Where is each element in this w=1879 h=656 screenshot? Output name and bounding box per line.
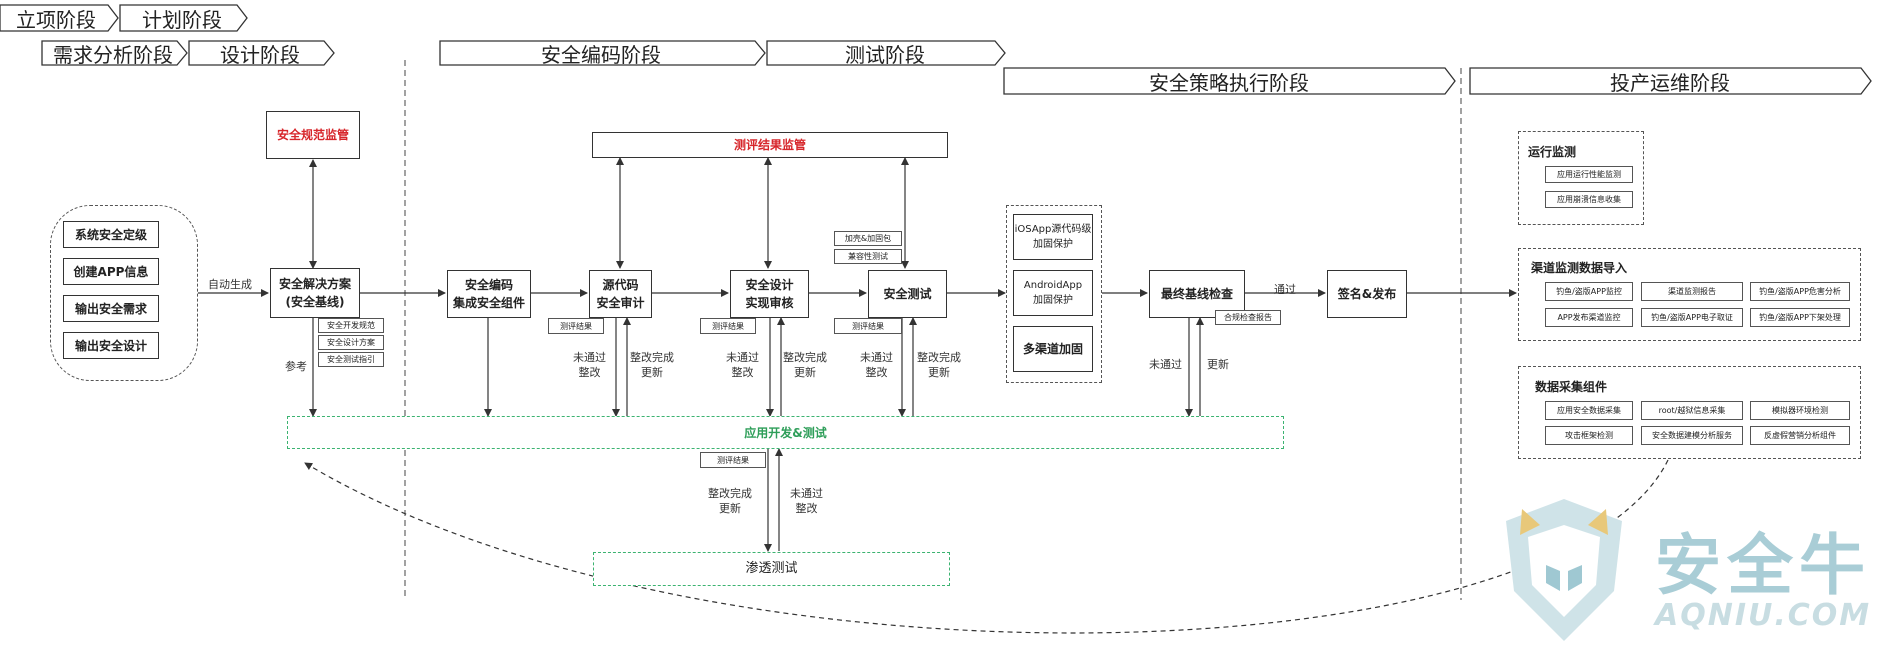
label-fixed: 整改完成 更新	[630, 351, 674, 379]
channel-item: 钓鱼/盗版APP监控	[1545, 282, 1633, 301]
label-update: 更新	[1207, 358, 1229, 371]
ios-protect-box: iOSApp源代码级 加固保护	[1013, 214, 1093, 260]
channel-item: 钓鱼/盗版APP电子取证	[1641, 308, 1743, 327]
runtime-monitor-title: 运行监测	[1528, 145, 1577, 159]
label-auto-generate: 自动生成	[208, 278, 252, 291]
requirements-group	[50, 205, 198, 381]
doc-compliance-report: 合规检查报告	[1215, 310, 1281, 325]
eval-supervision-box: 测评结果监管	[592, 132, 948, 158]
channel-item: 渠道监测报告	[1641, 282, 1743, 301]
data-collection-group	[1518, 366, 1861, 459]
collect-item: 安全数据建模分析服务	[1641, 426, 1743, 445]
app-dev-test-box: 应用开发&测试	[287, 416, 1284, 449]
collect-item: root/越狱信息采集	[1641, 401, 1743, 420]
doc-pack-harden: 加壳&加固包	[834, 231, 902, 246]
source-audit-box: 源代码 安全审计	[589, 270, 652, 318]
doc-design-plan: 安全设计方案	[318, 335, 384, 350]
collect-item: 攻击框架检测	[1545, 426, 1633, 445]
solution-box: 安全解决方案 (安全基线)	[270, 268, 360, 318]
label-reference: 参考	[285, 360, 307, 373]
label-fixed: 整改完成 更新	[917, 351, 961, 379]
collect-item: 反虚假营销分析组件	[1750, 426, 1850, 445]
channel-item: 钓鱼/盗版APP危害分析	[1750, 282, 1850, 301]
security-test-box: 安全测试	[868, 270, 947, 318]
doc-dev-spec: 安全开发规范	[318, 318, 384, 333]
design-review-box: 安全设计 实现审核	[730, 270, 809, 318]
req-item: 系统安全定级	[63, 221, 159, 248]
req-item: 输出安全设计	[63, 332, 159, 359]
label-fixed: 整改完成 更新	[783, 351, 827, 379]
runtime-item: 应用崩溃信息收集	[1545, 191, 1633, 208]
channel-monitor-group	[1518, 248, 1861, 341]
label-fixed: 整改完成 更新	[708, 487, 752, 515]
label-passed: 通过	[1274, 283, 1296, 296]
hardening-group	[1006, 205, 1102, 383]
doc-eval-result: 测评结果	[548, 318, 604, 334]
label-failed: 未通过 整改	[573, 351, 606, 379]
doc-eval-result: 测评结果	[834, 318, 902, 334]
watermark-domain: AQNIU.COM	[1655, 598, 1872, 633]
pentest-box: 渗透测试	[593, 552, 950, 586]
doc-compat-test: 兼容性测试	[834, 249, 902, 264]
runtime-monitor-group	[1518, 131, 1644, 225]
final-check-box: 最终基线检查	[1149, 270, 1245, 318]
doc-test-guide: 安全测试指引	[318, 352, 384, 367]
doc-eval-result: 测评结果	[700, 318, 756, 334]
channel-item: 钓鱼/盗版APP下架处理	[1750, 308, 1850, 327]
collect-item: 应用安全数据采集	[1545, 401, 1633, 420]
doc-eval-result: 测评结果	[700, 452, 766, 468]
label-failed: 未通过	[1149, 358, 1182, 371]
channel-monitor-title: 渠道监测数据导入	[1531, 261, 1628, 275]
watermark-logo-icon	[1500, 495, 1628, 649]
data-collection-title: 数据采集组件	[1535, 380, 1608, 394]
multichannel-box: 多渠道加固	[1013, 326, 1093, 372]
android-protect-box: AndroidApp 加固保护	[1013, 270, 1093, 316]
label-failed: 未通过 整改	[726, 351, 759, 379]
req-item: 输出安全需求	[63, 295, 159, 322]
watermark-text: 安全牛	[1655, 527, 1871, 604]
req-item: 创建APP信息	[63, 258, 159, 285]
sign-release-box: 签名&发布	[1327, 270, 1407, 318]
label-failed: 未通过 整改	[790, 487, 823, 515]
spec-supervision-box: 安全规范监管	[266, 111, 360, 159]
collect-item: 模拟器环境检测	[1750, 401, 1850, 420]
runtime-item: 应用运行性能监测	[1545, 166, 1633, 183]
channel-item: APP发布渠道监控	[1545, 308, 1633, 327]
label-failed: 未通过 整改	[860, 351, 893, 379]
coding-box: 安全编码 集成安全组件	[447, 270, 531, 318]
